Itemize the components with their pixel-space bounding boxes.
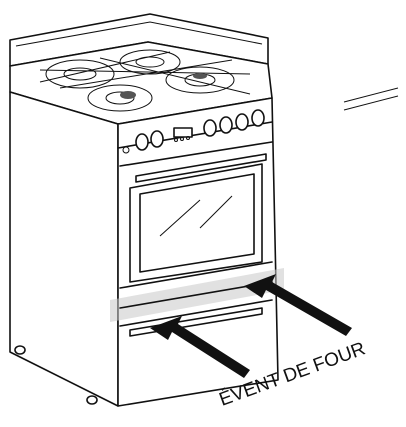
range-oven-icon (10, 14, 284, 406)
